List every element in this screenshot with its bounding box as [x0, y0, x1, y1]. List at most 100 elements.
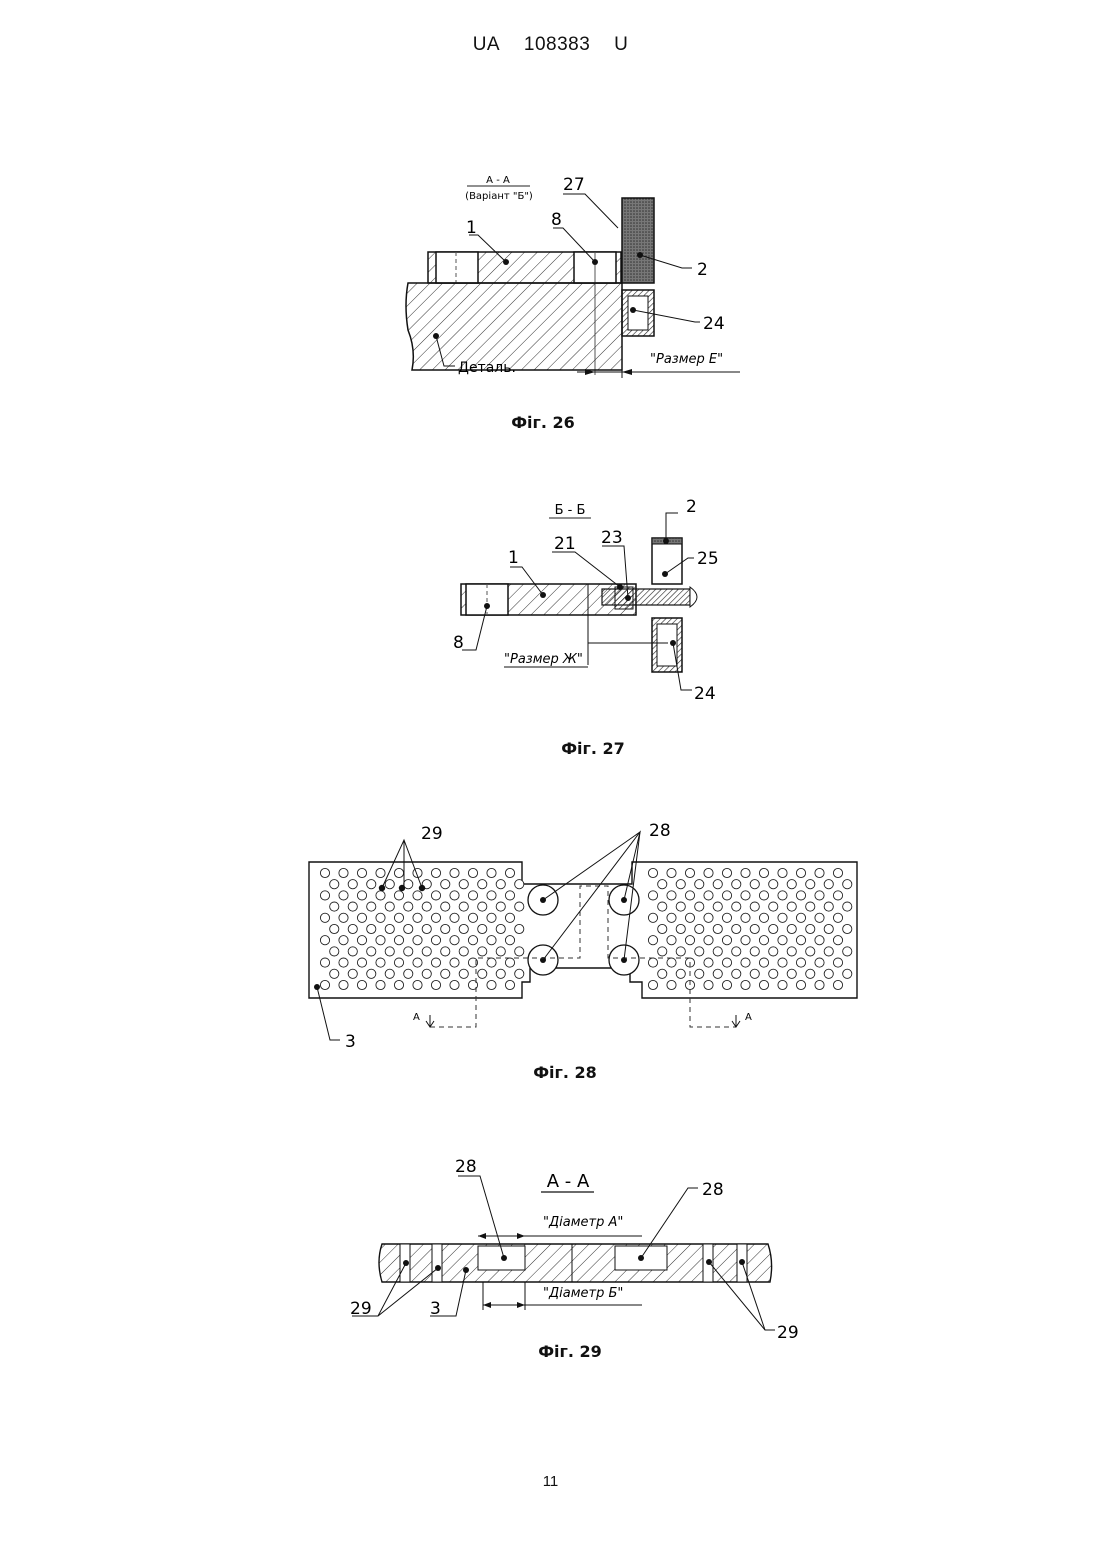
hole-29	[824, 969, 833, 978]
hole-29	[769, 924, 778, 933]
hole-29	[496, 947, 505, 956]
hole-29	[695, 880, 704, 889]
hole-29	[778, 980, 787, 989]
fig27-label-8: 8	[453, 633, 464, 653]
hole-29	[676, 969, 685, 978]
hole-29	[667, 980, 676, 989]
hole-29	[843, 969, 852, 978]
hole-29	[648, 958, 657, 967]
hole-29	[778, 891, 787, 900]
hole-29	[459, 924, 468, 933]
hole-29	[778, 913, 787, 922]
hole-29	[695, 947, 704, 956]
hole-29	[722, 936, 731, 945]
hole-29	[422, 924, 431, 933]
hole-29	[648, 868, 657, 877]
hole-29	[394, 958, 403, 967]
hole-29	[496, 902, 505, 911]
hole-29	[505, 958, 514, 967]
fig27-caption: Фіг. 27	[513, 739, 673, 758]
hole-29	[367, 969, 376, 978]
hole-29	[750, 924, 759, 933]
hole-29	[759, 891, 768, 900]
hole-29	[367, 947, 376, 956]
hole-29	[515, 924, 524, 933]
hole-29	[796, 936, 805, 945]
hole-29	[787, 969, 796, 978]
hole-29	[833, 936, 842, 945]
hole-29	[750, 880, 759, 889]
hole-29	[815, 868, 824, 877]
hole-29	[348, 902, 357, 911]
hole-29	[667, 891, 676, 900]
hole-29	[450, 891, 459, 900]
hole-29	[431, 980, 440, 989]
hole-29	[487, 891, 496, 900]
hole-29	[713, 924, 722, 933]
hole-29	[796, 891, 805, 900]
hole-29	[320, 891, 329, 900]
fig29-label-28-left: 28	[455, 1157, 477, 1177]
hole-29	[450, 958, 459, 967]
hole-29	[648, 936, 657, 945]
hole-29	[441, 924, 450, 933]
hole-29	[413, 958, 422, 967]
hole-29	[487, 936, 496, 945]
hole-29	[778, 936, 787, 945]
hole-29	[385, 969, 394, 978]
hole-29	[741, 891, 750, 900]
fig29-label-29-right: 29	[777, 1323, 799, 1343]
hole-29	[685, 868, 694, 877]
hole-29	[750, 947, 759, 956]
hole-29	[759, 958, 768, 967]
fig26-dimension-e: "Размер Е"	[650, 352, 723, 367]
fig26-section-title: А - А	[486, 175, 510, 186]
hole-29	[741, 980, 750, 989]
hole-29	[704, 913, 713, 922]
hole-29	[769, 880, 778, 889]
hole-29	[741, 958, 750, 967]
hole-29	[468, 913, 477, 922]
hole-29	[404, 902, 413, 911]
hole-29	[695, 902, 704, 911]
hole-29	[778, 958, 787, 967]
hole-29	[468, 868, 477, 877]
hole-29	[478, 924, 487, 933]
hole-29	[796, 913, 805, 922]
hole-29	[459, 947, 468, 956]
part-2-plate-b	[652, 538, 682, 584]
hole-29	[478, 880, 487, 889]
hole-29	[778, 868, 787, 877]
hole-29	[722, 868, 731, 877]
hole-29	[339, 936, 348, 945]
hole-29	[357, 913, 366, 922]
fig28-section-mark-left: А	[413, 1012, 420, 1023]
hole-29	[787, 924, 796, 933]
hole-29	[833, 913, 842, 922]
hole-29	[330, 969, 339, 978]
hole-29	[367, 924, 376, 933]
hole-29	[339, 913, 348, 922]
hole-29	[843, 880, 852, 889]
hole-29	[413, 980, 422, 989]
hole-29	[732, 902, 741, 911]
fig27-label-23: 23	[601, 528, 623, 548]
hole-29	[824, 947, 833, 956]
fig26-label-24: 24	[703, 314, 725, 334]
hole-29	[806, 924, 815, 933]
hole-29	[833, 891, 842, 900]
hole-29	[357, 936, 366, 945]
hole-29	[676, 947, 685, 956]
hole-29	[815, 980, 824, 989]
hole-29	[367, 880, 376, 889]
hole-29	[459, 880, 468, 889]
hole-29	[732, 969, 741, 978]
hole-29	[376, 980, 385, 989]
figure-29: А - А 28 28 29 3 29 "Діаметр А" "Д	[350, 1157, 799, 1343]
hole-29	[759, 936, 768, 945]
hole-29	[478, 902, 487, 911]
hole-29	[658, 969, 667, 978]
hole-29	[441, 902, 450, 911]
hole-29	[385, 947, 394, 956]
